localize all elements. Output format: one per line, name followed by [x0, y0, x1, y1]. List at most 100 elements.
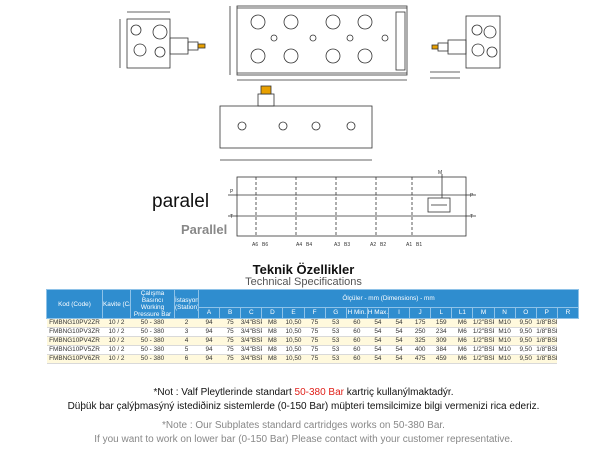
- dim-col-header: L: [430, 307, 453, 319]
- table-cell: 10 / 2: [102, 327, 131, 337]
- spec-table: Kod (Code) Kavite (Cavity) Çalışma Basın…: [46, 288, 580, 364]
- table-cell: 94: [198, 318, 220, 328]
- table-cell: 75: [304, 318, 326, 328]
- diagram-subtitle: Parallel: [181, 222, 228, 237]
- dim-col-header: N: [493, 307, 516, 319]
- table-cell: 60: [346, 327, 368, 337]
- table-cell: 3: [174, 327, 199, 337]
- table-cell: 10 / 2: [102, 318, 131, 328]
- note-turkish-2: Düþük bar çalýþmasýný istediðiniz sistem…: [67, 401, 540, 412]
- note-english-2: If you want to work on lower bar (0-150 …: [94, 434, 513, 445]
- port-label: A4: [296, 242, 302, 248]
- note-text: *Not : Valf Pleytlerinde standart: [153, 387, 295, 398]
- note-turkish-1: *Not : Valf Pleytlerinde standart 50-380…: [0, 387, 607, 398]
- table-cell: 54: [367, 336, 389, 346]
- table-cell: M8: [261, 354, 283, 364]
- port-label: A3: [334, 242, 340, 248]
- table-cell: 325: [409, 336, 431, 346]
- table-cell: 75: [304, 336, 326, 346]
- note-text: kartriç kullanýlmaktadýr.: [344, 387, 454, 398]
- table-cell: FMBNG10PV3ZR: [46, 327, 103, 337]
- table-cell: 10,50: [282, 327, 305, 337]
- port-label: A2: [370, 242, 376, 248]
- table-cell: FMBNG10PV5ZR: [46, 345, 103, 355]
- table-cell: 50 - 380: [130, 318, 175, 328]
- table-cell: 10,50: [282, 318, 305, 328]
- table-cell: 10,50: [282, 336, 305, 346]
- dim-col-header: J: [409, 307, 432, 319]
- table-cell: M8: [261, 327, 283, 337]
- table-cell: 75: [219, 354, 241, 364]
- port-label: B4: [306, 242, 312, 248]
- schematic-t-right: T: [470, 214, 473, 220]
- table-cell: 1/2"BSP: [472, 345, 495, 355]
- col-header-kod: Kod (Code): [46, 289, 103, 319]
- table-cell: 1/8"BSP: [536, 327, 558, 337]
- table-cell: 54: [367, 354, 389, 364]
- table-cell: 159: [430, 318, 452, 328]
- dim-col-header: H Min.: [345, 307, 368, 319]
- spec-title: Teknik Özellikler: [252, 262, 355, 277]
- table-cell: 4: [174, 336, 199, 346]
- table-cell: 1/8"BSP: [536, 318, 558, 328]
- table-cell: 53: [325, 318, 347, 328]
- table-cell: 60: [346, 354, 368, 364]
- table-cell: 54: [388, 336, 410, 346]
- note-pressure-highlight: 50-380 Bar: [294, 387, 344, 398]
- table-cell: M8: [261, 336, 283, 346]
- port-label: B1: [416, 242, 422, 248]
- table-cell: 54: [367, 318, 389, 328]
- table-cell: 9,50: [515, 345, 537, 355]
- table-cell: M6: [451, 345, 473, 355]
- table-cell: M6: [451, 336, 473, 346]
- table-cell: 6: [174, 354, 199, 364]
- schematic-t-left: T: [230, 214, 233, 220]
- table-cell: 400: [409, 345, 431, 355]
- col-header-basinc: Çalışma Basıncı Working Pressure Bar: [130, 289, 175, 319]
- table-cell: 175: [409, 318, 431, 328]
- dim-col-header: I: [387, 307, 411, 319]
- dim-col-header: C: [240, 307, 263, 319]
- table-cell: M6: [451, 354, 473, 364]
- table-cell: 53: [325, 327, 347, 337]
- schematic-m-label: M: [438, 170, 442, 176]
- port-label: B3: [344, 242, 350, 248]
- table-cell: 60: [346, 336, 368, 346]
- col-header-kavite: Kavite (Cavity): [102, 289, 131, 319]
- schematic-p-left: P: [230, 189, 234, 195]
- table-cell: 9,50: [515, 318, 537, 328]
- table-cell: 384: [430, 345, 452, 355]
- table-cell: 94: [198, 336, 220, 346]
- table-cell: 250: [409, 327, 431, 337]
- table-cell: 1/8"BSP: [536, 345, 558, 355]
- table-cell: 50 - 380: [130, 345, 175, 355]
- table-cell: 94: [198, 354, 220, 364]
- diagram-title: paralel: [152, 191, 210, 212]
- table-cell: 54: [388, 345, 410, 355]
- dim-col-header: P: [535, 307, 558, 319]
- table-cell: 54: [367, 327, 389, 337]
- dim-col-header: H Max.: [366, 307, 389, 319]
- dim-col-header: O: [514, 307, 537, 319]
- table-cell: 60: [346, 318, 368, 328]
- front-view: [219, 85, 373, 161]
- table-cell: 53: [325, 345, 347, 355]
- table-cell: M10: [494, 327, 516, 337]
- table-cell: 50 - 380: [130, 327, 175, 337]
- table-cell: 475: [409, 354, 431, 364]
- port-label: B2: [380, 242, 386, 248]
- table-cell: 3/4"BSP: [240, 354, 262, 364]
- note-english-1: *Note : Our Subplates standard cartridge…: [162, 420, 445, 431]
- plan-view: [229, 5, 408, 81]
- col-header-istasyon: İstasyon (Station): [174, 289, 199, 319]
- table-cell: M10: [494, 336, 516, 346]
- table-cell: 10 / 2: [102, 336, 131, 346]
- table-cell: 3/4"BSP: [240, 345, 262, 355]
- table-cell: 2: [174, 318, 199, 328]
- table-cell: 5: [174, 345, 199, 355]
- table-cell: 53: [325, 336, 347, 346]
- table-cell: 54: [367, 345, 389, 355]
